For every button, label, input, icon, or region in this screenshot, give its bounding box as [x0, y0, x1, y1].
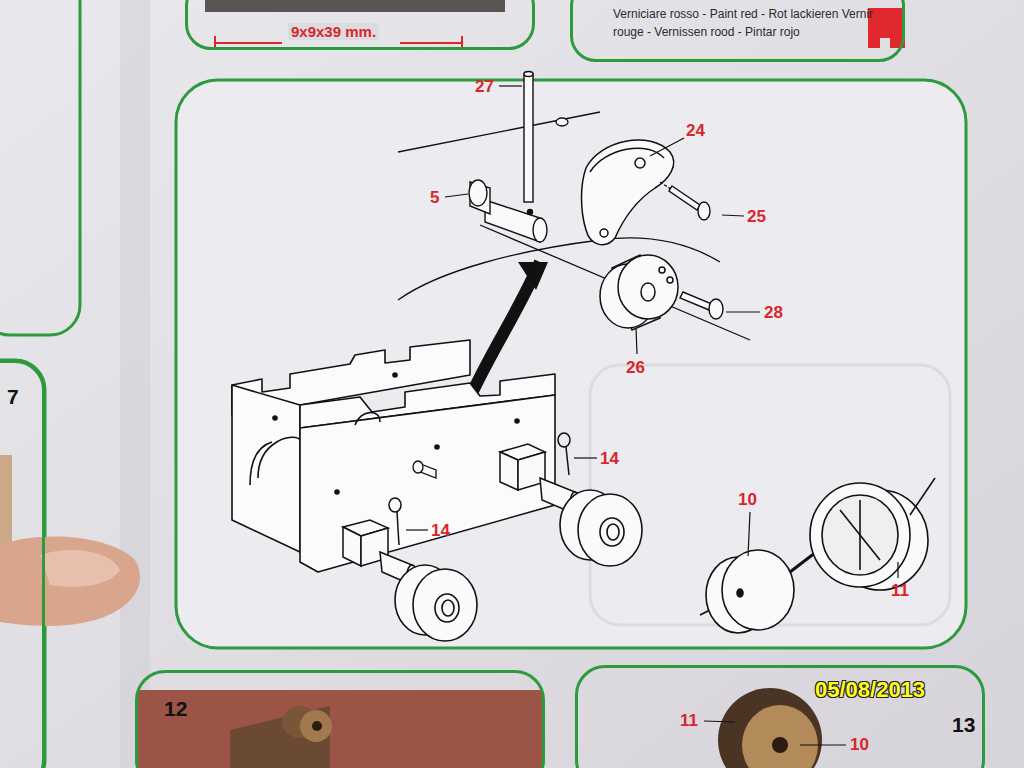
- callout-number: 26: [626, 359, 645, 376]
- callout-number: 25: [747, 208, 766, 225]
- step-panel: Verniciare rosso - Paint red - Rot lacki…: [570, 0, 905, 62]
- dimension-label: 9x9x39 mm.: [288, 23, 379, 40]
- callout-number: 14: [600, 450, 619, 467]
- callout-number: 11: [891, 582, 909, 599]
- step-panel: 7: [0, 360, 45, 768]
- date-stamp: 05/08/2013: [815, 679, 925, 701]
- step-number: 12: [164, 697, 187, 721]
- callout-number: 5: [430, 189, 439, 206]
- paint-note: Verniciare rosso - Paint red - Rot lacki…: [613, 5, 895, 41]
- step-panel: 12: [135, 670, 545, 768]
- step-number: 7: [7, 385, 19, 409]
- callout-number: 24: [686, 122, 705, 139]
- callout-number: 10: [850, 736, 869, 753]
- callout-number: 28: [764, 304, 783, 321]
- step-panel: 9x9x39 mm.: [185, 0, 535, 50]
- callout-number: 11: [680, 712, 698, 729]
- step-number: 13: [952, 713, 975, 737]
- callout-number: 14: [431, 522, 450, 539]
- callout-number: 10: [738, 491, 757, 508]
- callout-number: 27: [475, 78, 494, 95]
